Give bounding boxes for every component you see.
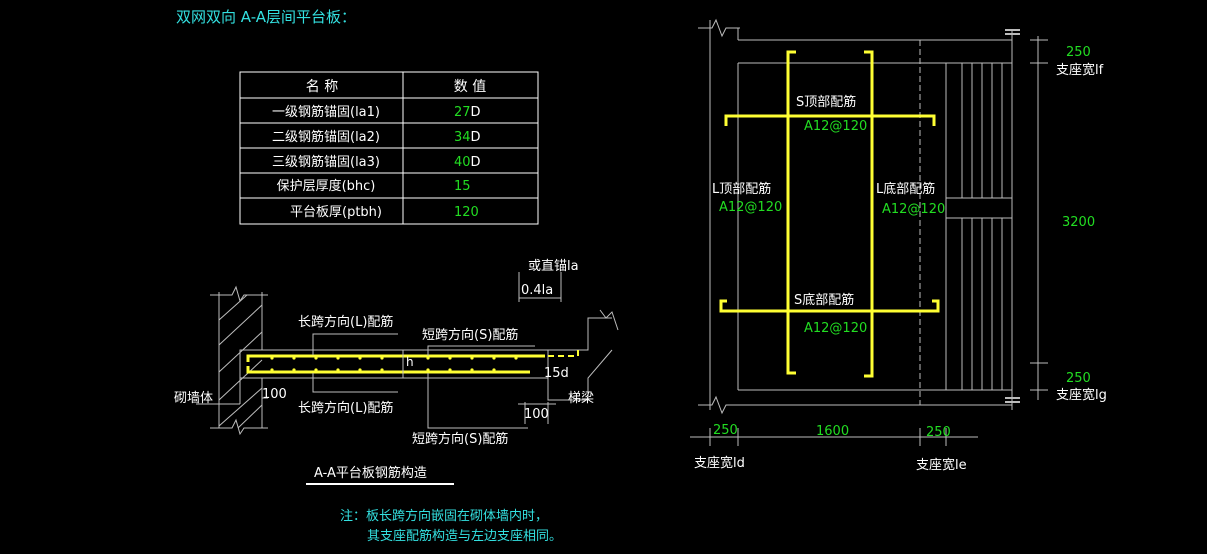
table-cell-name: 一级钢筋锚固(la1) (272, 104, 380, 120)
masonry-wall (210, 285, 268, 436)
s-top-value: A12@120 (804, 119, 867, 134)
dim-bottom-label: 支座宽lg (1056, 387, 1107, 403)
label-long-span-bottom: 长跨方向(L)配筋 (298, 400, 393, 416)
dim-center: 1600 (816, 424, 849, 439)
l-top-value: A12@120 (719, 200, 782, 215)
s-bottom-label: S底部配筋 (794, 292, 854, 308)
s-top-label: S顶部配筋 (796, 94, 856, 110)
label-direct-anchor: 或直锚la (528, 259, 579, 274)
table-header-value: 数 值 (454, 79, 486, 95)
label-short-span-bottom: 短跨方向(S)配筋 (412, 431, 508, 447)
rebar-dots (270, 356, 518, 372)
dim-right: 250 (926, 425, 951, 440)
table-cell-value: 34D (454, 130, 481, 145)
parameter-table: 名 称 数 值 一级钢筋锚固(la1) 27D 二级钢筋锚固(la2) 34D … (239, 71, 539, 225)
plan-view: S顶部配筋 A12@120 L顶部配筋 A12@120 L底部配筋 A12@12… (690, 18, 1107, 473)
table-cell-name: 保护层厚度(bhc) (277, 178, 376, 194)
label-h: h (406, 355, 414, 369)
table-cell-value: 120 (454, 205, 479, 220)
dim-top: 250 (1066, 45, 1091, 60)
label-15d: 15d (544, 366, 569, 381)
label-wall: 砌墙体 (174, 391, 213, 406)
label-short-span-top: 短跨方向(S)配筋 (422, 327, 518, 343)
note-line-2: 其支座配筋构造与左边支座相同。 (367, 528, 562, 544)
dim-right-label: 支座宽le (916, 457, 967, 473)
dim-left: 250 (713, 423, 738, 438)
dim-left-label: 支座宽ld (694, 455, 745, 471)
section-detail: 或直锚la 0.4la 长跨方向(L)配筋 短跨方向(S)配筋 h 15d 砌墙… (174, 259, 619, 485)
stair-treads (946, 63, 1012, 390)
table-cell-name: 平台板厚(ptbh) (290, 205, 382, 220)
dim-bottom: 250 (1066, 371, 1091, 386)
section-caption: A-A平台板钢筋构造 (314, 465, 427, 481)
table-cell-name: 三级钢筋锚固(la3) (272, 154, 380, 170)
dim-mid: 3200 (1062, 215, 1095, 230)
l-bottom-value: A12@120 (882, 202, 945, 217)
label-stair-beam: 梯梁 (568, 391, 594, 406)
l-top-label: L顶部配筋 (712, 181, 771, 197)
dim-top-label: 支座宽lf (1056, 62, 1104, 78)
note-line-1: 注：板长跨方向嵌固在砌体墙内时， (340, 508, 548, 524)
label-100-right: 100 (524, 407, 549, 422)
table-cell-value: 40D (454, 155, 481, 170)
s-bottom-value: A12@120 (804, 321, 867, 336)
page-title: 双网双向 A-A层间平台板： (176, 8, 356, 26)
table-cell-value: 27D (454, 105, 481, 120)
l-bottom-label: L底部配筋 (876, 181, 935, 197)
label-long-span-top: 长跨方向(L)配筋 (298, 314, 393, 330)
table-cell-name: 二级钢筋锚固(la2) (272, 129, 380, 145)
table-cell-value: 15 (454, 179, 471, 194)
label-04la: 0.4la (521, 283, 553, 298)
table-header-name: 名 称 (306, 79, 338, 95)
label-100-left: 100 (262, 387, 287, 402)
